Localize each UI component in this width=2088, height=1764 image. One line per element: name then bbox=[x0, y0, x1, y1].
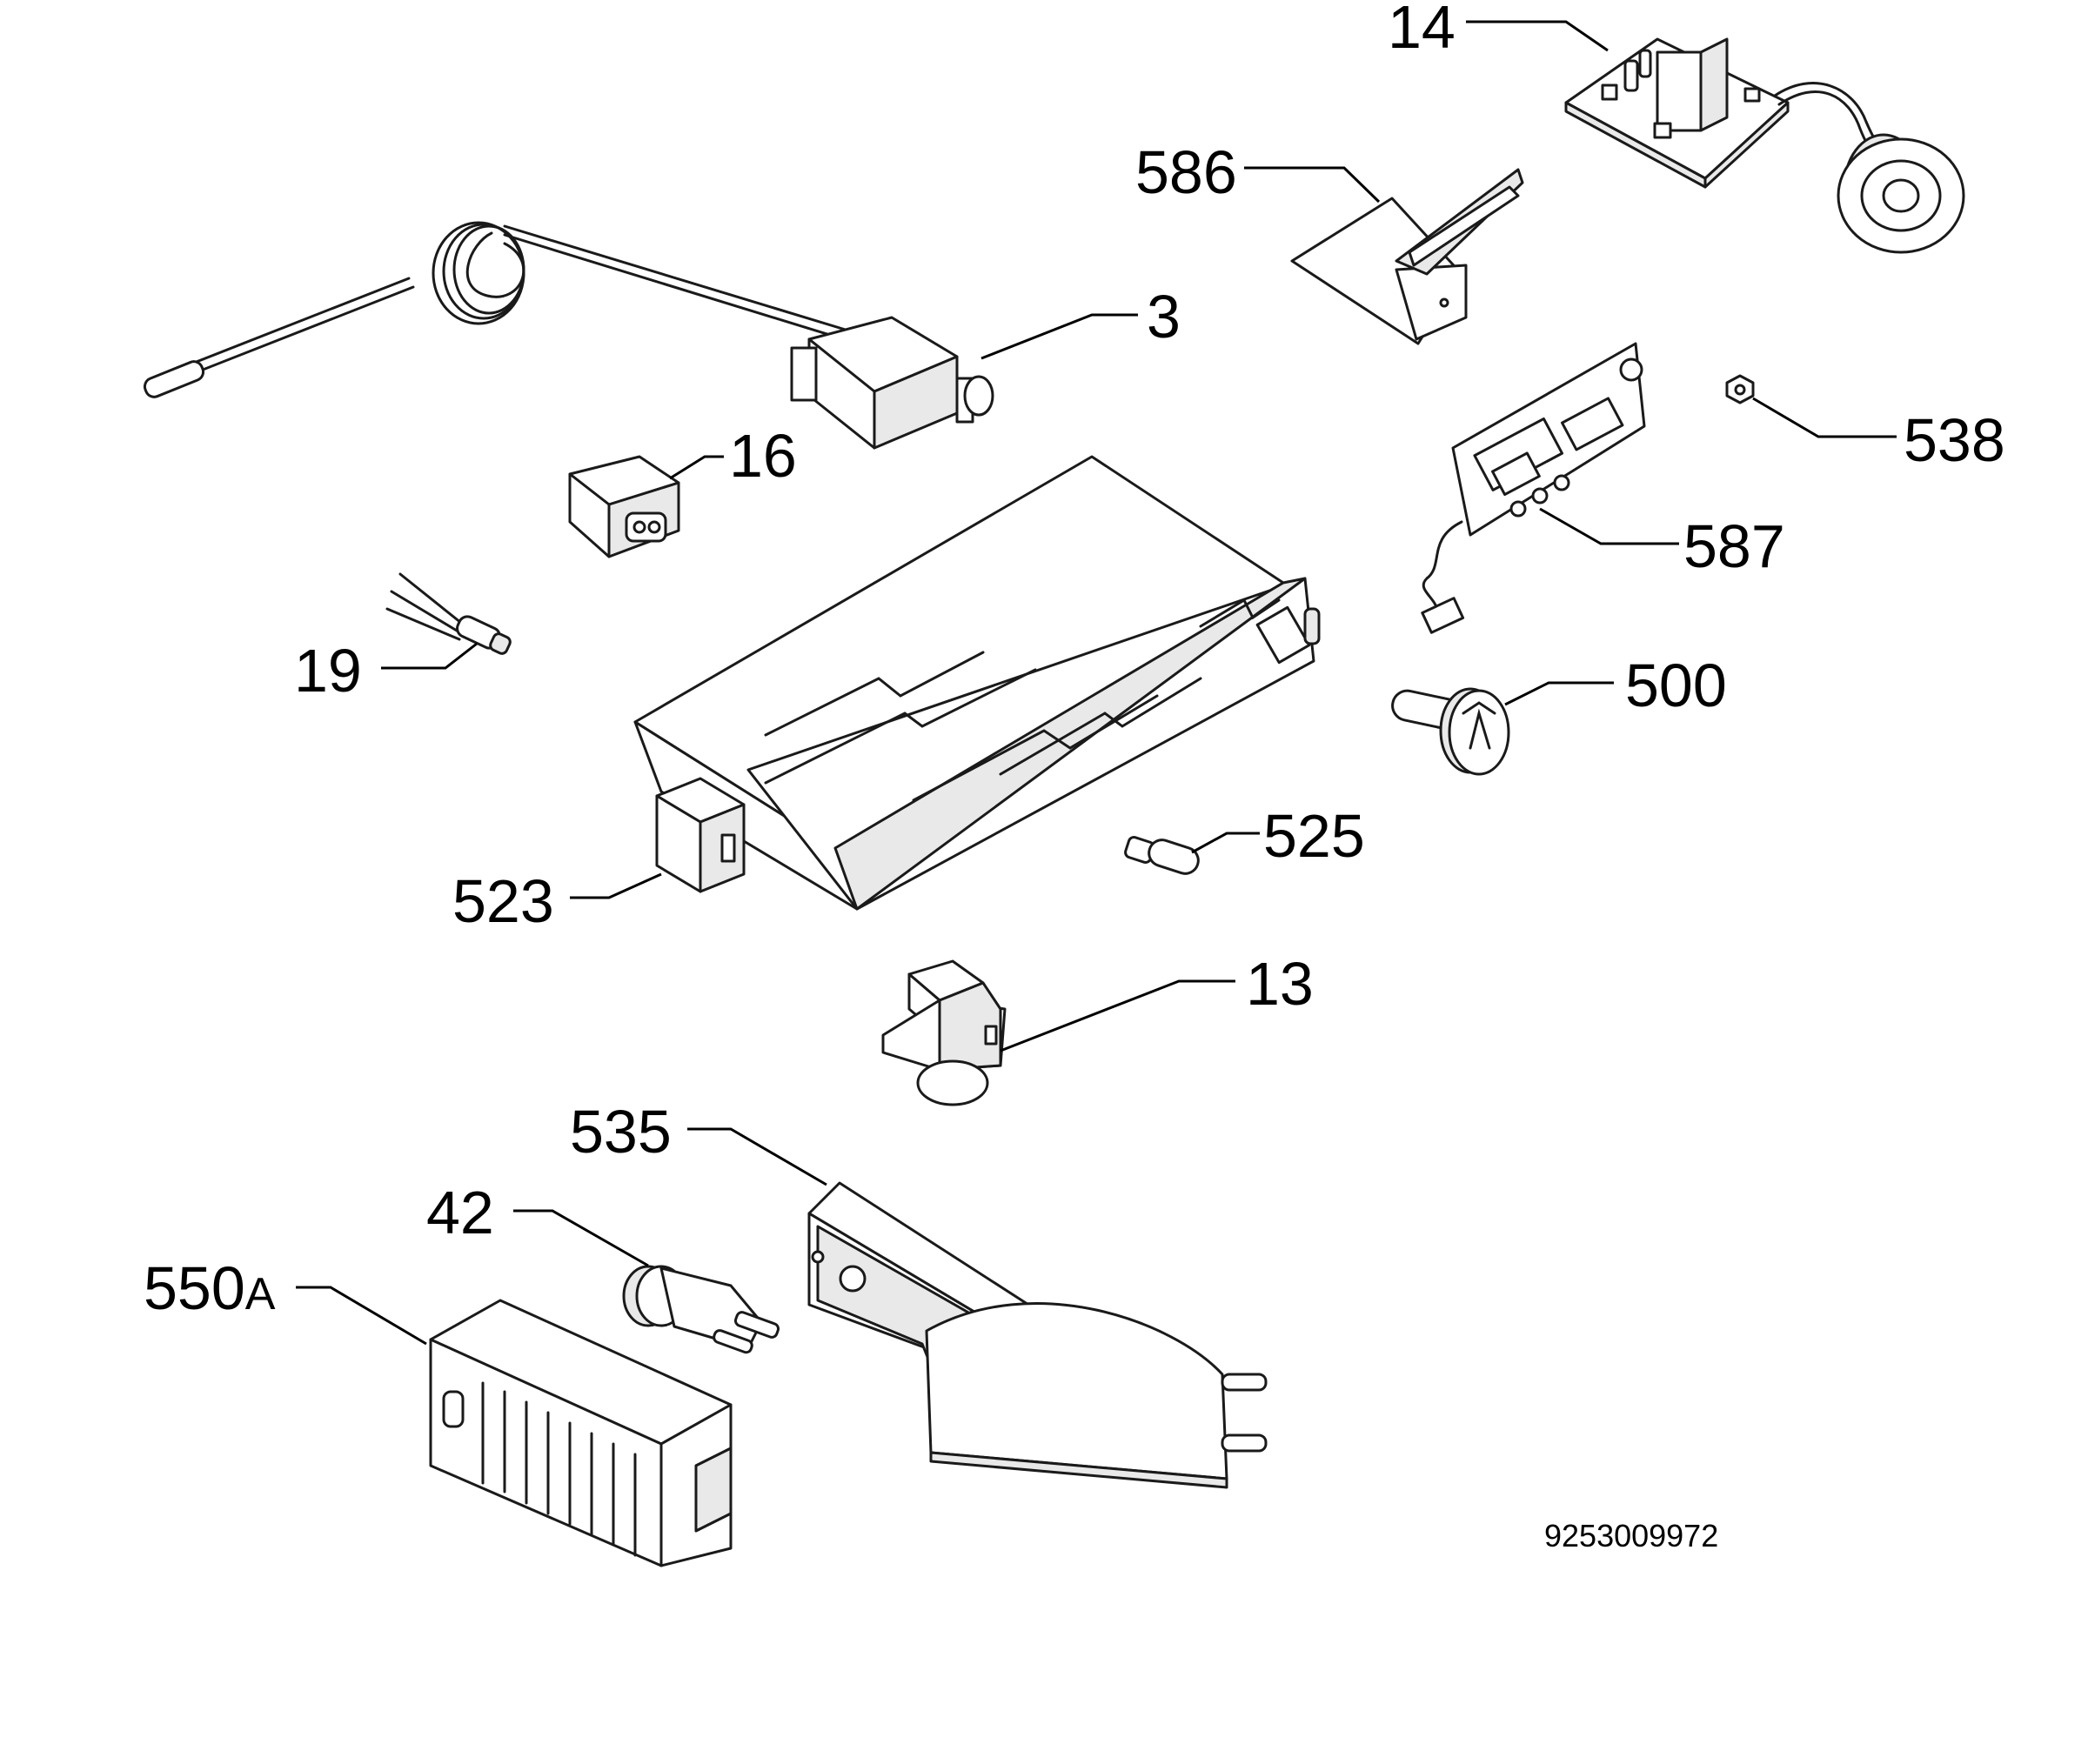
callout-16: 16 bbox=[729, 422, 797, 490]
part-500-knob bbox=[1391, 687, 1510, 776]
leader-586 bbox=[1244, 166, 1381, 204]
part-538-nut bbox=[1725, 374, 1755, 404]
control-housing bbox=[633, 455, 1321, 911]
part-3-thermostat bbox=[143, 221, 994, 450]
part-13-lamp-holder bbox=[881, 959, 1007, 1106]
callout-550A: 550A bbox=[144, 1254, 276, 1322]
callout-550A-number: 550 bbox=[144, 1254, 245, 1322]
part-19-sensor bbox=[385, 572, 512, 655]
leader-lines bbox=[296, 20, 1897, 1346]
document-number: 9253009972 bbox=[1544, 1518, 1718, 1554]
callout-525: 525 bbox=[1263, 802, 1365, 870]
part-586-plate-clip bbox=[1290, 168, 1524, 345]
callout-535: 535 bbox=[570, 1098, 672, 1166]
leader-14 bbox=[1466, 20, 1609, 52]
leader-525 bbox=[1191, 832, 1260, 854]
callout-523: 523 bbox=[452, 867, 554, 935]
leader-13 bbox=[1000, 979, 1235, 1052]
callout-14: 14 bbox=[1388, 0, 1456, 61]
part-535-lamp-housing bbox=[807, 1181, 1268, 1489]
callout-13: 13 bbox=[1246, 950, 1314, 1018]
leader-500 bbox=[1504, 681, 1614, 706]
callout-3: 3 bbox=[1147, 283, 1181, 351]
part-587-control-pcb bbox=[1421, 342, 1646, 634]
callout-587: 587 bbox=[1683, 512, 1785, 580]
callout-19: 19 bbox=[294, 637, 362, 705]
part-525-lamp bbox=[1124, 836, 1200, 875]
leader-550A bbox=[296, 1286, 427, 1346]
leader-538 bbox=[1752, 397, 1897, 438]
leader-523 bbox=[570, 872, 662, 899]
leader-16 bbox=[669, 455, 724, 480]
leader-3 bbox=[980, 313, 1138, 360]
callout-labels: 14 586 3 16 538 587 19 500 525 523 13 53… bbox=[144, 0, 2005, 1322]
callout-538: 538 bbox=[1904, 406, 2005, 474]
part-14-circuit-board bbox=[1564, 37, 1898, 189]
leader-42 bbox=[513, 1209, 649, 1267]
callout-550A-suffix: A bbox=[245, 1269, 276, 1320]
part-550A-grille-cover bbox=[429, 1299, 733, 1567]
leader-535 bbox=[687, 1127, 827, 1186]
leader-587 bbox=[1539, 507, 1679, 545]
leader-19 bbox=[381, 642, 478, 670]
part-523-end-cap bbox=[655, 777, 746, 893]
part-16-rocker-switch bbox=[568, 455, 680, 558]
callout-42: 42 bbox=[426, 1179, 494, 1246]
callout-586: 586 bbox=[1135, 138, 1237, 206]
part-14-round-button bbox=[1837, 133, 1965, 254]
callout-500: 500 bbox=[1625, 651, 1727, 719]
part-42-lamp-socket bbox=[622, 1265, 780, 1354]
